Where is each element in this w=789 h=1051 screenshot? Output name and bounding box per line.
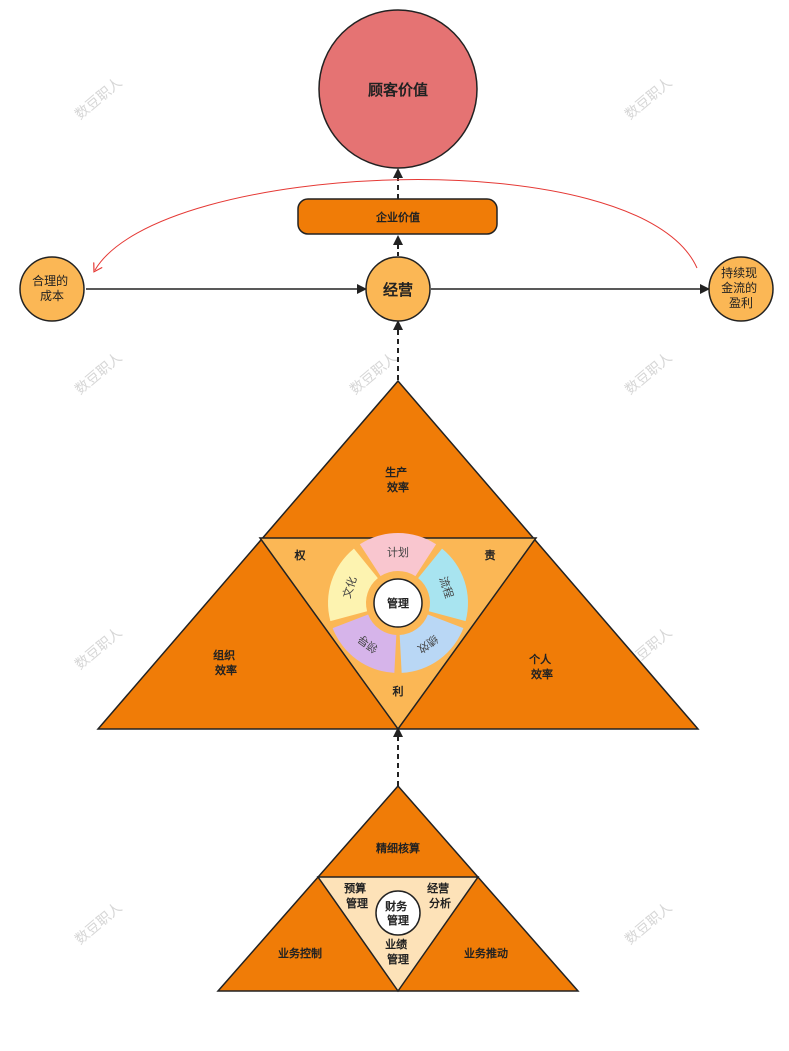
enterprise-value-label: 企业价值 bbox=[375, 210, 420, 224]
watermark: 数豆职人 bbox=[72, 625, 125, 673]
ring-segment bbox=[359, 533, 437, 577]
ring-segment-label: 计划 bbox=[387, 546, 409, 559]
customer-value-label: 顾客价值 bbox=[368, 81, 428, 99]
mgmt-right-label: 个人 效率 bbox=[528, 652, 555, 681]
fin-top-label: 精细核算 bbox=[376, 841, 420, 855]
finance-center-circle bbox=[375, 890, 421, 936]
watermark: 数豆职人 bbox=[72, 350, 125, 398]
mgmt-corner-left: 权 bbox=[294, 548, 307, 562]
enterprise-value-box bbox=[297, 198, 498, 235]
finance-triangle: 精细核算 业务控制 业务推动 预算 管理 经营 分析 业绩 管理 财务 管理 bbox=[216, 784, 580, 993]
management-center-label: 管理 bbox=[387, 596, 409, 610]
reasonable-cost-circle bbox=[19, 256, 85, 322]
fin-left-label: 业务控制 bbox=[278, 946, 322, 960]
watermark: 数豆职人 bbox=[622, 75, 675, 123]
finance-center-label: 财务 管理 bbox=[384, 899, 411, 927]
sustainable-profit-label: 持续现 金流的 盈利 bbox=[721, 265, 761, 310]
feedback-curve-arrow bbox=[95, 179, 698, 270]
ring-segment-label: 文化 bbox=[339, 575, 359, 600]
mgmt-corner-bottom: 利 bbox=[393, 684, 404, 698]
sustainable-profit-circle bbox=[708, 256, 774, 322]
mgmt-corner-right: 责 bbox=[485, 548, 496, 562]
watermark: 数豆职人 bbox=[72, 75, 125, 123]
management-center-circle bbox=[373, 578, 423, 628]
mgmt-top-label: 生产 效率 bbox=[385, 465, 411, 494]
fin-inner-right-label: 经营 分析 bbox=[427, 881, 453, 910]
ring-segment bbox=[332, 614, 397, 673]
fin-inner-left-label: 预算 管理 bbox=[344, 881, 370, 910]
fin-inner-bottom-label: 业绩 管理 bbox=[385, 937, 411, 966]
watermark: 数豆职人 bbox=[72, 900, 125, 948]
reasonable-cost-label: 合理的 成本 bbox=[32, 273, 72, 303]
ring-segment bbox=[399, 614, 464, 673]
ring-segment-label: 流程 bbox=[436, 575, 456, 600]
ring-segment bbox=[328, 548, 378, 622]
fin-right-label: 业务推动 bbox=[464, 946, 508, 960]
operation-circle bbox=[365, 256, 431, 322]
ring-segment bbox=[418, 548, 468, 622]
watermark: 数豆职人 bbox=[622, 900, 675, 948]
watermark: 数豆职人 bbox=[622, 350, 675, 398]
mgmt-left-label: 组织 效率 bbox=[213, 648, 239, 677]
operation-label: 经营 bbox=[383, 281, 413, 299]
